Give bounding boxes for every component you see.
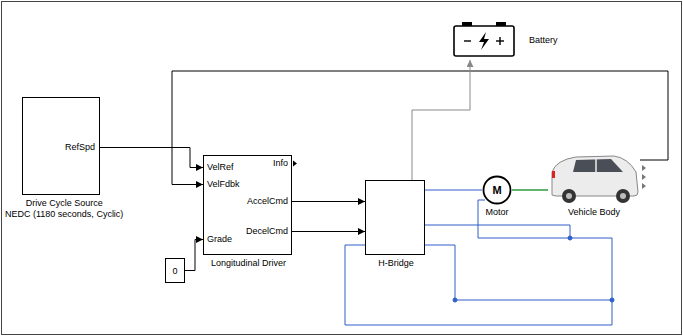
block-name: H-Bridge [378,258,414,269]
port-label: Grade [207,234,232,245]
block-name: Longitudinal Driver [211,258,286,269]
port-label: VelRef [207,162,234,173]
signal-line [292,231,365,232]
block-parameter: NEDC (1180 seconds, Cyclic) [5,209,123,220]
port-label: Info [273,158,288,169]
caption-group: Motor [485,207,508,218]
port-label: AccelCmd [247,196,288,207]
power-line [412,60,470,180]
signal-line [185,240,203,271]
caption-group: Longitudinal Driver [211,258,286,269]
signal-line [100,148,203,168]
caption-group: H-Bridge [378,258,414,269]
mechanical-link [512,189,548,190]
block-name: Drive Cycle Source [5,198,123,209]
driver-block: VelRefVelFdbkGradeInfoAccelCmdDecelCmdLo… [203,155,292,255]
port-label: DecelCmd [246,226,288,237]
port-arrow [293,161,297,167]
constant-value: 0 [166,265,184,276]
block-name: Motor [485,207,508,218]
vehicle-block: Vehicle Body [548,150,640,205]
constant-block: 0 [165,258,185,283]
electrical-wire [425,190,482,191]
battery-icon [454,22,514,56]
motor-letter: M [482,185,512,196]
caption-group: Vehicle Body [568,207,620,218]
signal-line [292,201,365,202]
caption-group: Drive Cycle SourceNEDC (1180 seconds, Cy… [5,198,123,220]
motor-block: MMotor [482,175,512,205]
vehicle-picture [552,156,646,203]
port-label: VelFdbk [207,179,240,190]
block-name: Battery [529,35,558,46]
h-bridge-block: H-Bridge [365,180,425,255]
battery-block: Battery [445,20,523,60]
block-name: Vehicle Body [568,207,620,218]
port-label: RefSpd [64,142,96,153]
drive-cycle-block: RefSpdDrive Cycle SourceNEDC (1180 secon… [22,97,100,195]
